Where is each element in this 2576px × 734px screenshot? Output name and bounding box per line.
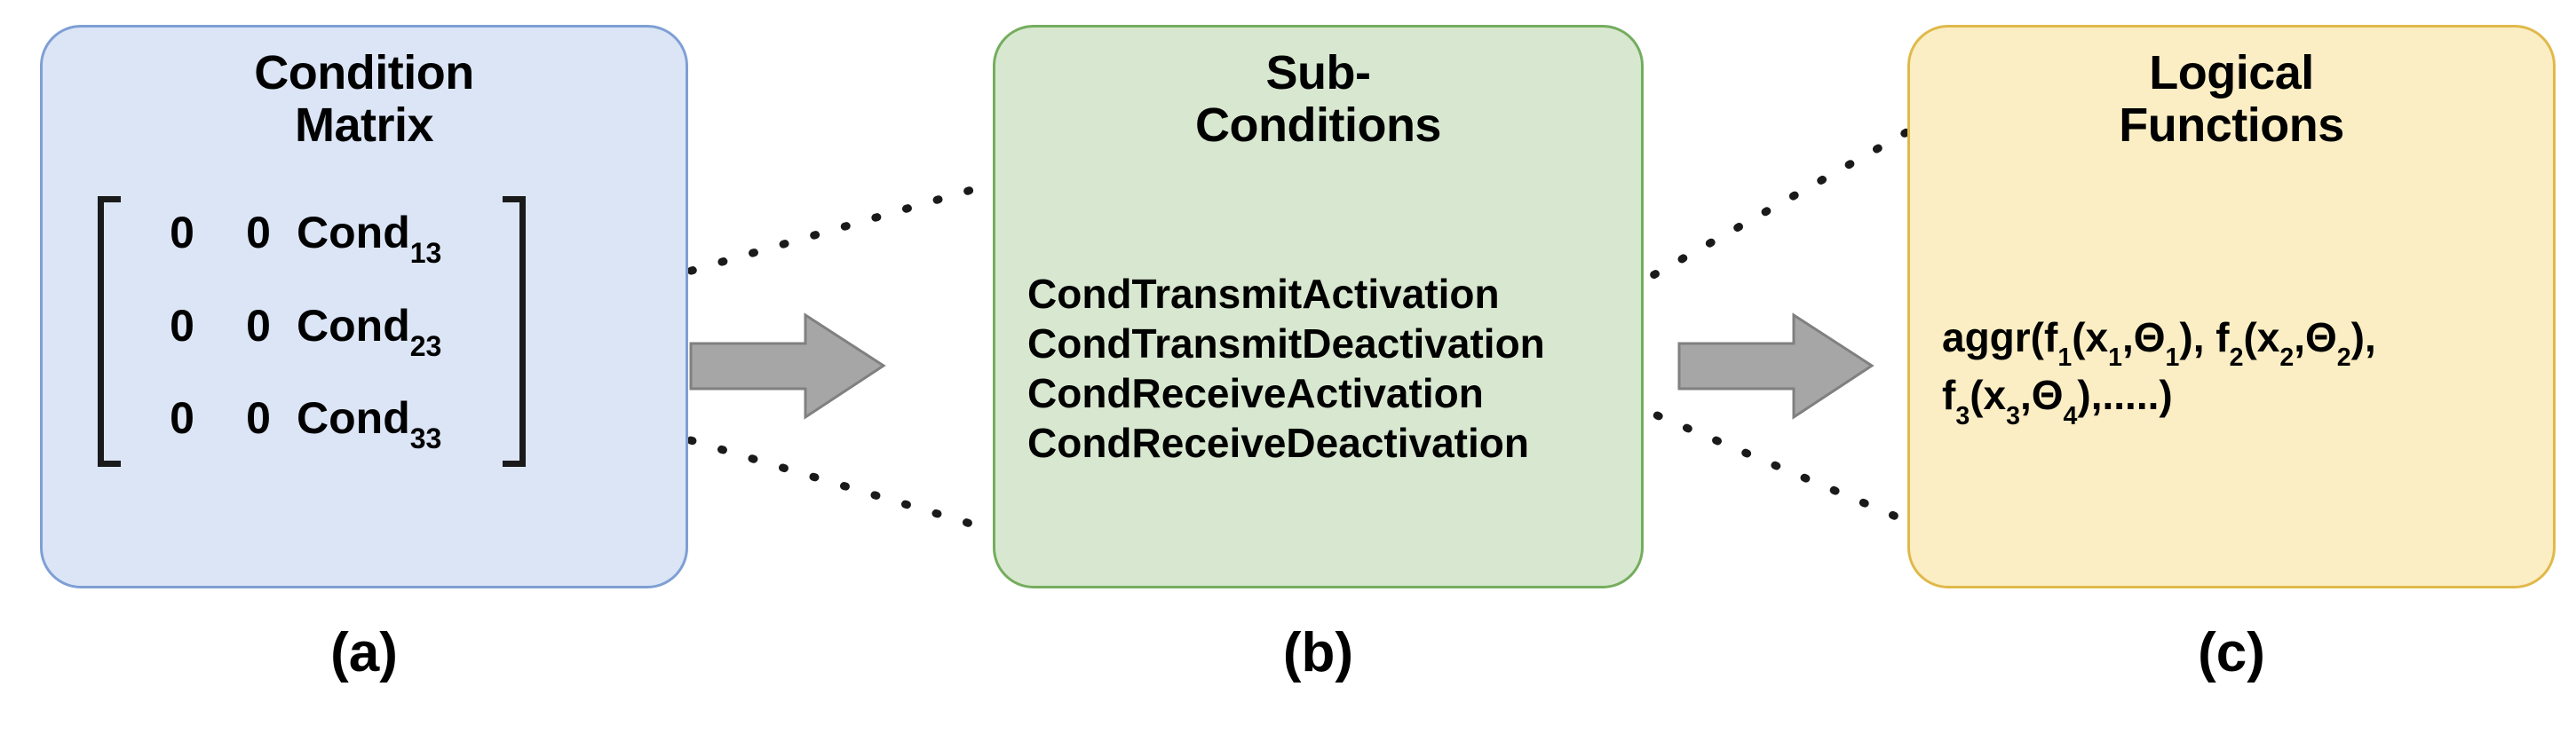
caption-c: (c) [2198,622,2265,683]
matrix-cell-r3c3-subscript: 33 [409,422,442,455]
formula-line-1: aggr(f1(x1,Θ1), f2(x2,Θ2), [1942,312,2537,373]
panel-title-line-1: Condition [254,46,474,99]
formula-u4: ),.....) [2077,372,2173,419]
caption-a: (a) [330,622,398,683]
panel-title-line-2: Functions [2119,99,2344,153]
aggregation-formula: aggr(f1(x1,Θ1), f2(x2,Θ2), f3(x3,Θ4),...… [1942,312,2537,430]
formula-t2-sub: 1 [2108,343,2122,373]
matrix-cell-r1c3-subscript: 13 [409,237,442,270]
panel-title-logical-functions: Logical Functions [1910,46,2553,153]
formula-t3: ,Θ [2121,314,2166,360]
panel-title-line-1: Logical [2149,46,2314,99]
formula-t4-sub: 2 [2229,343,2244,373]
formula-t4: ), f [2179,314,2230,360]
panel-condition-matrix: Condition Matrix 0 0 Cond13 0 0 Cond23 0 [40,25,688,588]
formula-t7: ), [2350,314,2376,360]
matrix-cell-r1c2: 0 [246,208,271,257]
matrix-bracket-right [503,196,526,467]
list-item: CondTransmitActivation [1027,271,1500,317]
condition-matrix: 0 0 Cond13 0 0 Cond23 0 0 Cond33 [98,196,644,467]
matrix-cell-r3c2: 0 [246,393,271,443]
matrix-cell-r3c3: Cond33 [297,392,483,454]
formula-t5-sub: 2 [2279,343,2295,373]
matrix-body: 0 0 Cond13 0 0 Cond23 0 0 Cond33 [121,196,503,467]
matrix-cell-r2c1: 0 [170,300,194,351]
panel-title-sub-conditions: Sub- Conditions [995,46,1641,153]
formula-t6-sub: 2 [2336,343,2351,373]
table-row: 0 0 Cond33 [144,392,483,456]
panel-sub-conditions: Sub- Conditions CondTransmitActivation C… [993,25,1644,588]
matrix-cell-r2c3-base: Cond [297,300,410,351]
panel-title-line-1: Sub- [1265,46,1371,99]
panel-title-line-2: Conditions [1195,99,1441,153]
matrix-cell-r2c3-subscript: 23 [409,329,442,362]
list-item: CondReceiveDeactivation [1027,420,1529,467]
matrix-cell-r1c3: Cond13 [297,207,483,269]
formula-t2: (x [2072,314,2109,360]
formula-u2-sub: 3 [2006,401,2020,430]
list-item: CondReceiveActivation [1027,370,1484,417]
caption-b: (b) [1282,622,1354,683]
list-item: CondTransmitDeactivation [1027,320,1545,367]
matrix-bracket-left [98,196,121,467]
matrix-cell-r1c1: 0 [170,208,194,257]
matrix-cell-r3c1: 0 [170,393,194,443]
formula-u2: (x [1970,372,2007,419]
matrix-cell-r2c3: Cond23 [297,300,483,362]
table-row: 0 0 Cond13 [144,207,483,271]
sub-conditions-list: CondTransmitActivation CondTransmitDeact… [1027,269,1545,468]
block-arrow-right-icon [1677,312,1875,420]
panel-title-condition-matrix: Condition Matrix [43,46,686,153]
formula-t1-sub: 1 [2057,343,2073,373]
formula-t1: aggr(f [1942,314,2058,360]
formula-t5: (x [2243,314,2280,360]
flow-arrow-2 [1676,306,1876,426]
formula-u3-sub: 4 [2063,401,2078,430]
panel-title-line-2: Matrix [294,99,434,153]
formula-line-2: f3(x3,Θ4),.....) [1942,369,2537,430]
panel-logical-functions: Logical Functions aggr(f1(x1,Θ1), f2(x2,… [1907,25,2556,588]
matrix-cell-r3c3-base: Cond [297,393,410,443]
block-arrow-right-icon [689,312,886,420]
formula-u3: ,Θ [2019,372,2064,419]
table-row: 0 0 Cond23 [144,300,483,364]
formula-t3-sub: 1 [2165,343,2180,373]
matrix-cell-r2c2: 0 [246,300,271,351]
formula-u1-sub: 3 [1955,401,1970,430]
formula-t6: ,Θ [2294,314,2337,360]
matrix-cell-r1c3-base: Cond [297,208,410,257]
connector-green-yellow-lower [1594,386,1980,555]
flow-arrow-1 [688,306,888,426]
formula-u1: f [1942,372,1956,419]
